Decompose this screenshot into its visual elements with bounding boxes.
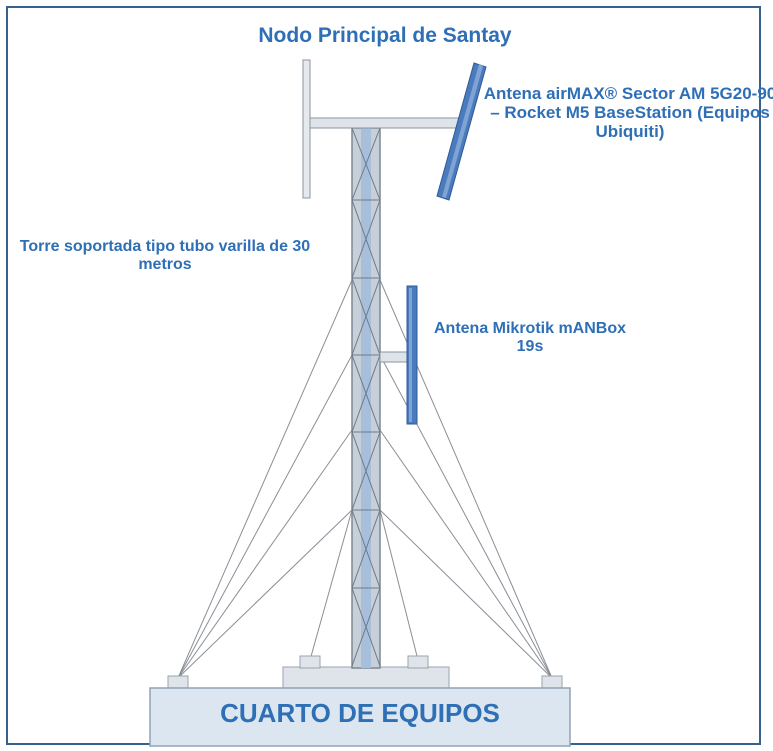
diagram-frame: [6, 6, 761, 745]
equipment-room-label: CUARTO DE EQUIPOS: [220, 698, 500, 728]
anchor-block-left-inner: [299, 655, 321, 669]
mikrotik-bracket: [379, 351, 411, 363]
sector-antenna-highlight: [442, 64, 483, 198]
tower-mast: [351, 127, 381, 669]
diagram-title: Nodo Principal de Santay: [258, 24, 512, 47]
tower-label: Torre soportada tipo tubo varilla de 30 …: [19, 238, 311, 273]
mikrotik-antenna-highlight: [409, 288, 412, 422]
anchor-block-right-outer: [541, 675, 563, 689]
sector-antenna-label: Antena airMAX® Sector AM 5G20-90 – Rocke…: [483, 84, 773, 142]
anchor-block-left-outer: [167, 675, 189, 689]
anchor-block-right-inner: [407, 655, 429, 669]
top-crossarm: [307, 117, 461, 129]
tower-base-slab: [282, 666, 450, 690]
mikrotik-antenna-label: Antena Mikrotik mANBox 19s: [433, 320, 627, 355]
equipment-room: [149, 687, 571, 747]
left-mount-pole: [302, 59, 311, 199]
